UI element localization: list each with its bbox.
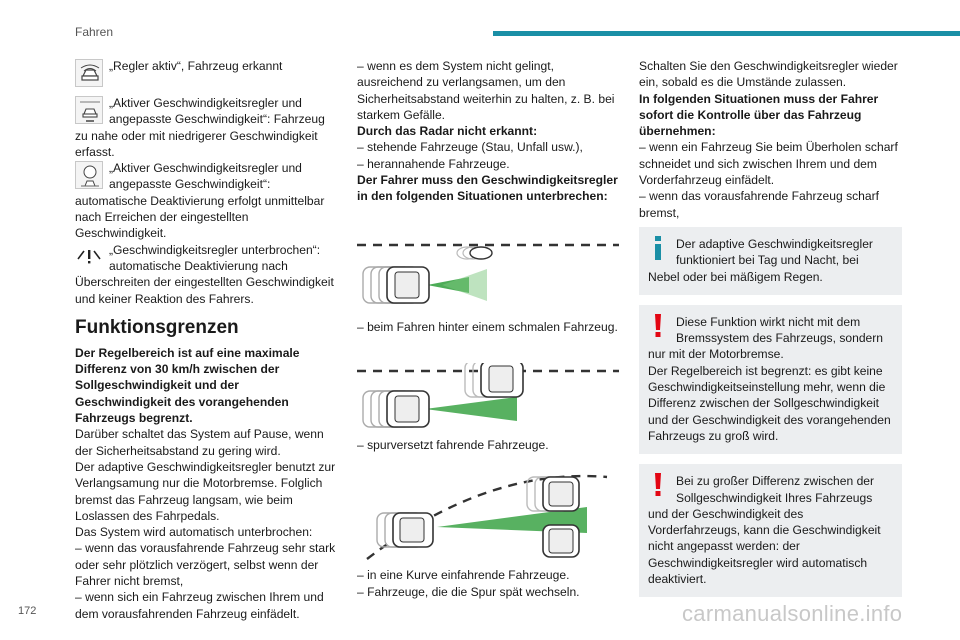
watermark: carmanualsonline.info — [682, 601, 903, 626]
warning-exclamation-icon — [648, 313, 668, 340]
paragraph: Darüber schaltet das System auf Pause, w… — [75, 427, 324, 458]
section-heading: Funktionsgrenzen — [75, 316, 239, 338]
header-accent-bar — [493, 31, 960, 36]
column-middle: – wenn es dem System nicht gelingt, ausr… — [357, 58, 619, 600]
figure-caption: – in eine Kurve einfahrende Fahrzeuge. — [357, 568, 570, 583]
list-item: – stehende Fahrzeuge (Stau, Unfall usw.)… — [357, 140, 583, 155]
bold-paragraph: Der Fahrer muss den Geschwindigkeitsregl… — [357, 173, 618, 204]
bold-paragraph: In folgenden Situationen muss der Fahrer… — [639, 91, 879, 139]
figure-caption: – Fahrzeuge, die die Spur spät wechseln. — [357, 584, 580, 599]
speed-adjust-icon — [75, 96, 103, 124]
radar-car-icon — [75, 59, 103, 87]
info-note: Der adaptive Geschwindigkeitsregler funk… — [639, 226, 902, 295]
list-item: – wenn das vorausfahrende Fahrzeug schar… — [639, 189, 880, 220]
paragraph: Das System wird automatisch unterbrochen… — [75, 525, 313, 540]
curve-vehicles-illustration — [366, 475, 608, 561]
running-header: Fahren — [75, 25, 114, 39]
icon-item: „Aktiver Geschwindigkeitsregler und ange… — [75, 161, 325, 241]
icon-item: „Regler aktiv“, Fahrzeug erkannt — [75, 58, 337, 87]
narrow-vehicle-illustration — [357, 243, 619, 304]
auto-deactivation-icon — [75, 161, 103, 190]
warning-note: Bei zu großer Differenz zwischen der Sol… — [639, 464, 902, 598]
bold-label: Durch das Radar nicht erkannt: — [357, 124, 538, 139]
bold-paragraph: Der Regelbereich ist auf eine maximale D… — [75, 345, 300, 426]
warning-note: Diese Funktion wirkt nicht mit dem Brems… — [639, 304, 902, 455]
offset-vehicles-illustration — [357, 362, 619, 428]
column-left: „Regler aktiv“, Fahrzeug erkannt „Aktive… — [75, 58, 337, 622]
icon-item: „Aktiver Geschwindigkeitsregler und ange… — [75, 96, 325, 159]
list-item: – wenn sich ein Fahrzeug zwischen Ihrem … — [75, 590, 324, 621]
list-item: – wenn ein Fahrzeug Sie beim Überholen s… — [639, 140, 898, 188]
icon-item: „Geschwindigkeitsregler unterbrochen“: a… — [75, 242, 334, 306]
warning-interrupt-icon — [75, 242, 103, 271]
figure-caption: – spurversetzt fahrende Fahrzeuge. — [357, 437, 549, 452]
list-item: – wenn es dem System nicht gelingt, ausr… — [357, 59, 615, 122]
list-item: – herannahende Fahrzeuge. — [357, 156, 510, 171]
figure-caption: – beim Fahren hinter einem schmalen Fahr… — [357, 319, 618, 334]
paragraph: Der adaptive Geschwindigkeitsregler benu… — [75, 459, 336, 523]
column-right: Schalten Sie den Geschwindigkeitsregler … — [639, 58, 902, 607]
list-item: – wenn das vorausfahrende Fahrzeug sehr … — [75, 541, 336, 589]
info-icon — [648, 235, 668, 262]
page-number: 172 — [18, 605, 37, 617]
paragraph: Schalten Sie den Geschwindigkeitsregler … — [639, 59, 898, 90]
warning-exclamation-icon — [648, 473, 668, 499]
